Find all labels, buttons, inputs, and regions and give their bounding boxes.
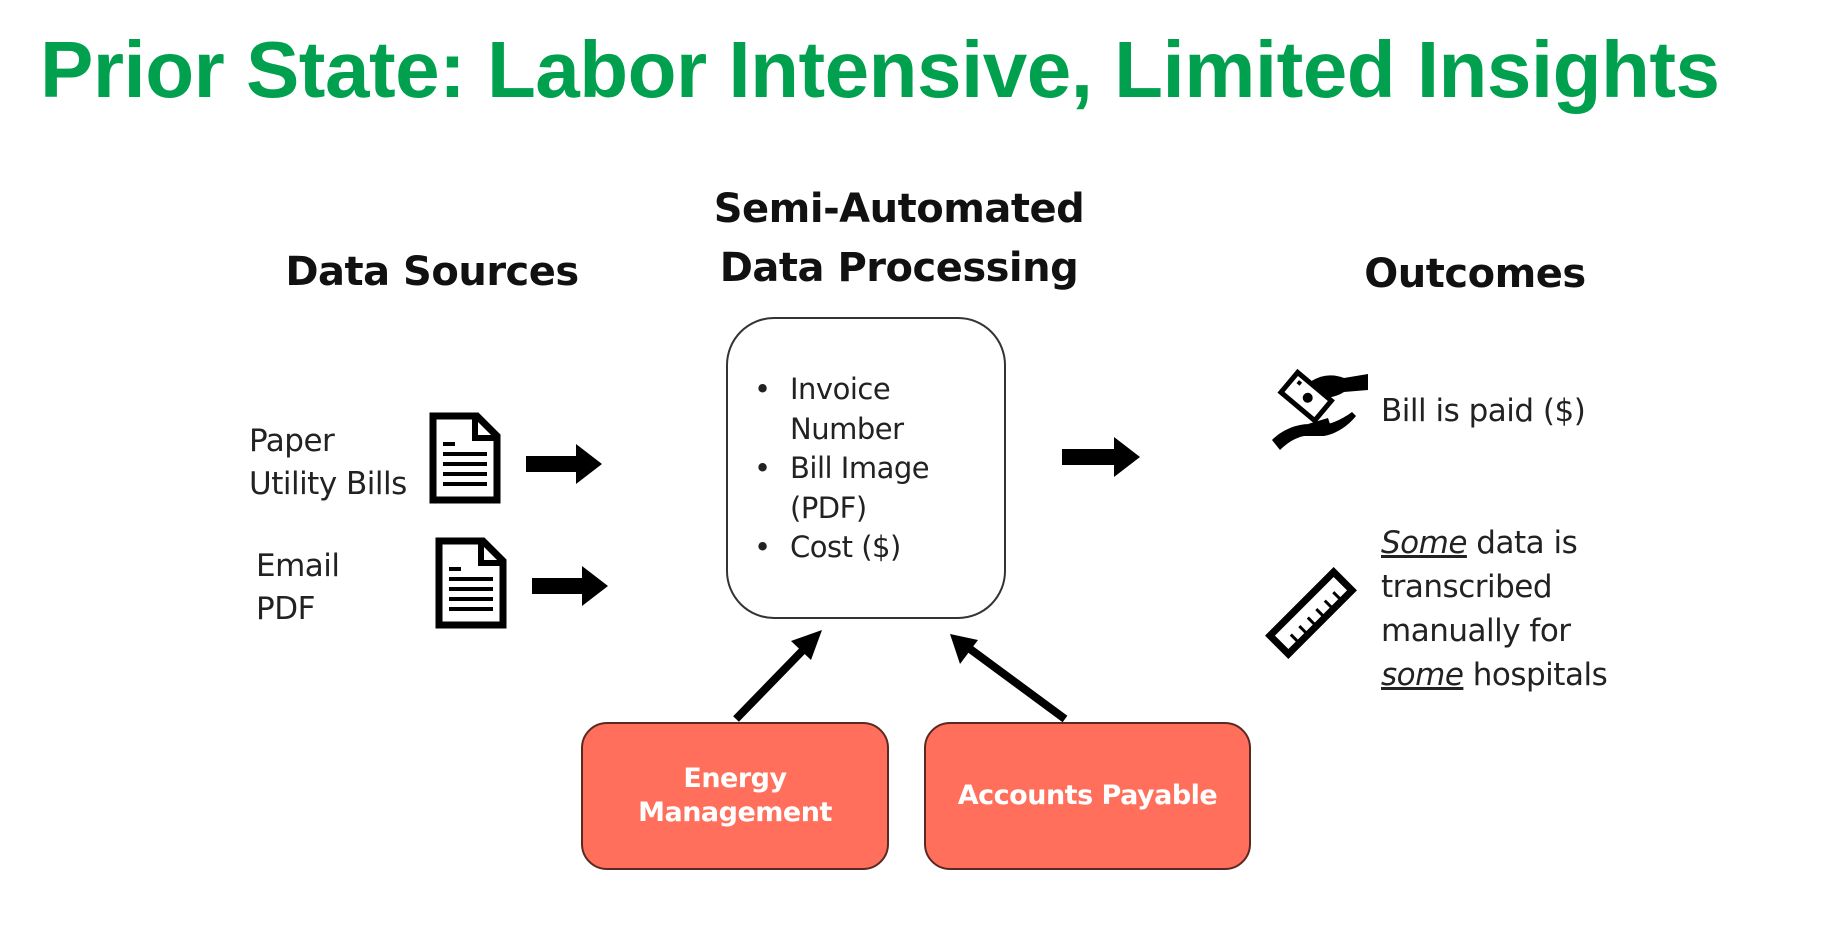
arrow-right-icon (532, 566, 608, 606)
outcome-text: data is (1466, 525, 1578, 561)
bullet-dot: • (754, 451, 771, 485)
emphasis-some: some (1381, 657, 1464, 693)
hand-money-icon (1272, 368, 1368, 450)
processing-box (726, 317, 1006, 619)
energy-management-box: Energy Management (581, 722, 889, 870)
outcome-line: some hospitals (1381, 653, 1608, 697)
outcome-bill-paid: Bill is paid ($) (1381, 393, 1586, 429)
bullet-item-invoice-number: • Invoice Number (750, 370, 990, 449)
outcome-line: Some data is (1381, 521, 1607, 565)
bullet-dot: • (754, 372, 771, 406)
accounts-payable-label: Accounts Payable (957, 780, 1218, 811)
source-label-line1: Email (256, 548, 340, 584)
slide-title: Prior State: Labor Intensive, Limited In… (40, 25, 1720, 114)
outcome-manual-transcription: Some data is transcribed manually for so… (1381, 521, 1608, 697)
bullet-text-line: Bill Image (790, 451, 930, 485)
ruler-icon (1265, 567, 1357, 659)
bullet-text-line: (PDF) (790, 490, 867, 525)
outcome-text: hospitals (1463, 657, 1608, 693)
source-label-line1: Paper (249, 423, 335, 459)
processing-heading: Semi-Automated Data Processing (689, 180, 1109, 298)
processing-heading-line1: Semi-Automated (713, 186, 1085, 232)
bullet-text-line: Invoice (790, 372, 891, 406)
document-icon (429, 412, 501, 504)
source-label-line2: PDF (256, 591, 315, 627)
processing-heading-line2: Data Processing (719, 245, 1079, 291)
emphasis-some: Some (1381, 525, 1467, 561)
arrow-right-icon (526, 444, 602, 484)
energy-label-line1: Energy (683, 763, 787, 794)
bullet-text-line: Number (790, 411, 904, 446)
outcomes-heading: Outcomes (1364, 251, 1586, 297)
data-sources-heading: Data Sources (285, 249, 579, 295)
energy-label-line2: Management (638, 797, 832, 828)
bullet-dot: • (754, 530, 771, 564)
processing-bullet-list: • Invoice Number • Bill Image (PDF) • Co… (750, 370, 990, 568)
bullet-item-bill-image: • Bill Image (PDF) (750, 449, 990, 528)
bullet-text-line: Cost ($) (790, 530, 901, 564)
accounts-payable-box: Accounts Payable (924, 722, 1251, 870)
bullet-item-cost: • Cost ($) (750, 528, 990, 568)
source-label-line2: Utility Bills (249, 466, 407, 502)
outcome-line: transcribed (1381, 569, 1553, 605)
outcome-line: manually for (1381, 613, 1571, 649)
source-paper-bills: Paper Utility Bills (249, 420, 407, 506)
arrow-right-icon (1062, 437, 1140, 477)
source-email-pdf: Email PDF (256, 545, 340, 631)
document-icon (435, 537, 507, 629)
